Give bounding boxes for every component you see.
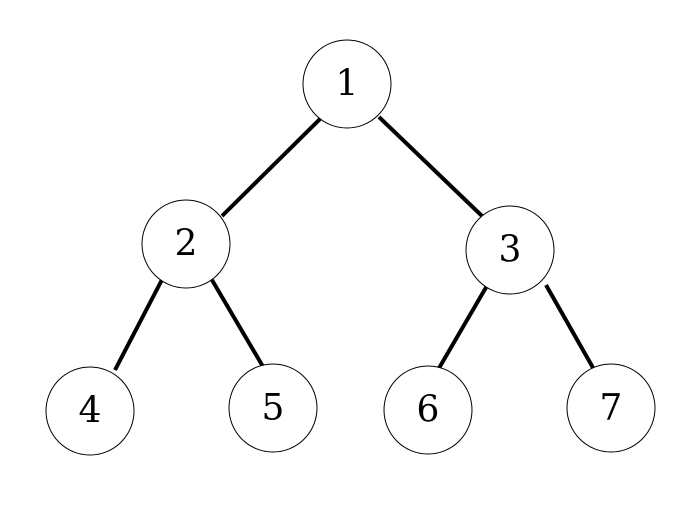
node-circle [465,205,555,295]
node-circle [566,363,656,453]
node-circle [383,365,473,455]
edge-2-to-5 [210,278,267,372]
edge-1-to-2 [220,117,322,218]
tree-node-2: 2 [141,199,231,289]
tree-node-3: 3 [465,205,555,295]
node-circle [141,199,231,289]
node-label: 3 [499,230,522,271]
node-label: 7 [600,388,623,429]
nodes-layer: 1 2 3 4 5 6 7 [45,39,656,456]
tree-node-6: 6 [383,365,473,455]
tree-node-4: 4 [45,366,135,456]
node-circle [45,366,135,456]
edge-2-to-4 [113,271,168,371]
edge-3-to-7 [544,284,598,374]
node-label: 6 [417,390,440,431]
edges-layer [113,115,598,377]
edge-3-to-6 [433,282,490,377]
node-label: 5 [262,388,285,429]
node-circle [228,363,318,453]
tree-node-1: 1 [302,39,392,129]
node-label: 4 [79,391,102,432]
node-label: 1 [336,64,359,105]
node-circle [302,39,392,129]
tree-node-7: 7 [566,363,656,453]
tree-node-5: 5 [228,363,318,453]
edge-1-to-3 [377,115,484,218]
node-label: 2 [175,224,198,265]
